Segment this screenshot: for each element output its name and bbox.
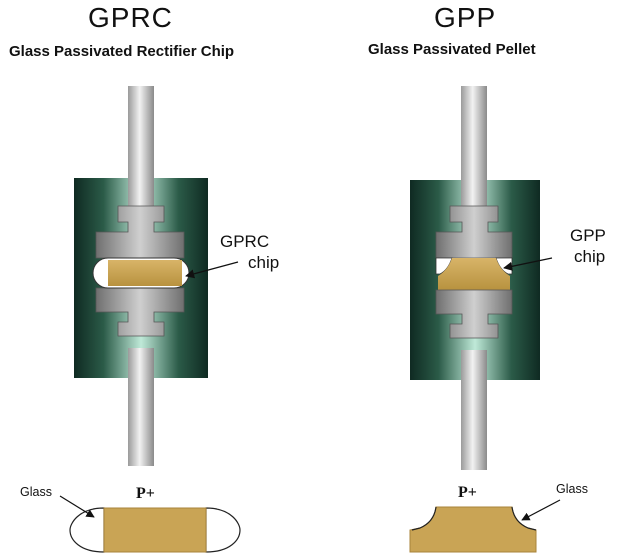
gpp-callout-line2: chip [574, 247, 606, 266]
gpp-section-glass-right [511, 506, 537, 531]
gpp-subtitle: Glass Passivated Pellet [368, 41, 536, 58]
gprc-lower-slug [95, 287, 185, 337]
gpp-glass-label: Glass [556, 482, 588, 496]
gpp-lower-slug [435, 289, 513, 339]
gpp-callout-line1: GPP [570, 226, 606, 245]
gpp-cross-section [409, 499, 561, 553]
gpp-title: GPP [434, 2, 497, 33]
gprc-callout-arrow [185, 261, 239, 279]
gpp-bottom-lead [461, 350, 487, 470]
gpp-callout-label: GPP chip [570, 225, 606, 267]
gpp-section-glass [411, 506, 437, 531]
gprc-bottom-lead [128, 348, 154, 466]
gprc-subtitle: Glass Passivated Rectifier Chip [9, 43, 235, 60]
gprc-callout-label: GPRC chip [220, 231, 279, 273]
gprc-title: GPRC [88, 2, 173, 33]
gpp-device [410, 86, 553, 470]
gprc-section-glass-left [69, 507, 105, 553]
gprc-section-glass-arrow [59, 495, 95, 518]
gpp-top-lead [461, 86, 487, 206]
gprc-top-lead [128, 86, 154, 206]
gpp-chip [438, 258, 510, 290]
gprc-glass-label: Glass [20, 485, 52, 499]
gprc-cross-section [59, 495, 241, 553]
gpp-section-chip [409, 506, 537, 553]
gprc-plus-label: P+ [136, 485, 155, 502]
gpp-callout-arrow [503, 257, 553, 271]
gprc-device [74, 86, 239, 466]
gprc-chip [108, 260, 182, 286]
gprc-upper-slug [95, 205, 185, 259]
gprc-section-chip [103, 507, 207, 553]
gprc-callout-line2: chip [248, 253, 280, 272]
gprc-callout-line1: GPRC [220, 232, 270, 251]
gpp-plus-label: P+ [458, 484, 477, 501]
gpp-section-glass-arrow [521, 499, 561, 521]
gprc-section-glass-right [205, 507, 241, 553]
